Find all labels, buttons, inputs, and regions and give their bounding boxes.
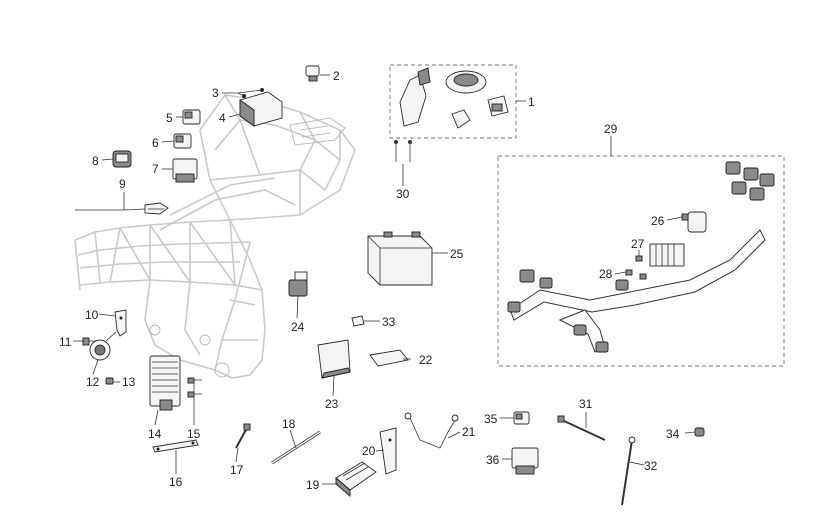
callout-14: 14 xyxy=(148,427,162,441)
part-27-clip xyxy=(635,255,643,262)
callout-25: 25 xyxy=(450,247,464,261)
callout-33: 33 xyxy=(382,315,396,329)
part-12-horn xyxy=(89,331,117,361)
motorcycle-frame xyxy=(74,94,356,379)
part-35-relay xyxy=(513,411,530,425)
part-31-cable-tie xyxy=(557,415,606,441)
callout-22: 22 xyxy=(419,353,433,367)
callout-28: 28 xyxy=(599,267,613,281)
callout-11: 11 xyxy=(59,335,72,349)
part-14-regulator xyxy=(149,355,181,411)
callout-31: 31 xyxy=(579,397,593,411)
part-15-bolts xyxy=(187,377,202,398)
callout-numbers: 1 2 3 4 5 6 7 8 9 10 11 12 13 14 15 16 1… xyxy=(59,69,680,492)
part-33-clip xyxy=(351,315,365,327)
callout-7: 7 xyxy=(152,162,159,176)
callout-23: 23 xyxy=(325,397,339,411)
callout-16: 16 xyxy=(169,475,183,489)
callout-24: 24 xyxy=(291,320,305,334)
callout-19: 19 xyxy=(306,478,320,492)
part-30-bolts xyxy=(394,140,412,162)
callout-36: 36 xyxy=(486,453,500,467)
part-32-rod xyxy=(621,436,636,506)
callout-29: 29 xyxy=(604,122,618,136)
part-13-nut xyxy=(105,377,114,385)
callout-8: 8 xyxy=(92,154,99,168)
part-5-relay xyxy=(182,109,201,125)
callout-27: 27 xyxy=(631,237,645,251)
part-20-bracket xyxy=(379,427,397,475)
callout-30: 30 xyxy=(396,187,410,201)
callout-2: 2 xyxy=(333,69,340,83)
callout-3: 3 xyxy=(212,86,219,100)
callout-26: 26 xyxy=(651,214,665,228)
part-19-fuse-box xyxy=(335,461,377,497)
part-25-battery xyxy=(367,231,433,286)
callout-35: 35 xyxy=(484,412,498,426)
callout-34: 34 xyxy=(666,427,680,441)
callout-1: 1 xyxy=(528,95,535,109)
callout-4: 4 xyxy=(219,111,226,125)
part-21-sensor xyxy=(404,412,459,449)
part-36-module xyxy=(511,447,539,475)
part-26-clip xyxy=(681,213,689,221)
callout-10: 10 xyxy=(85,308,99,322)
part-24-connector xyxy=(288,271,308,297)
callout-17: 17 xyxy=(230,463,244,477)
callout-9: 9 xyxy=(119,177,126,191)
callout-21: 21 xyxy=(462,425,476,439)
callout-13: 13 xyxy=(122,375,136,389)
part-23-cover xyxy=(317,339,351,379)
part-6-relay xyxy=(173,133,192,149)
part-17-cable-tie xyxy=(235,423,251,449)
part-10-bracket xyxy=(114,309,127,337)
part-7-module xyxy=(172,158,198,183)
leader-lines xyxy=(73,74,696,485)
part-4-control-module xyxy=(239,88,283,127)
callout-20: 20 xyxy=(362,444,376,458)
part-2-connector xyxy=(305,65,320,82)
part-9-clip xyxy=(144,202,169,215)
callout-18: 18 xyxy=(282,417,296,431)
callout-32: 32 xyxy=(644,459,658,473)
part-28-clip xyxy=(625,269,647,280)
callout-6: 6 xyxy=(152,136,159,150)
part-22-pad xyxy=(369,349,409,367)
part-1-ignition-set xyxy=(389,64,517,139)
part-34-clip xyxy=(694,427,705,437)
callout-15: 15 xyxy=(187,427,201,441)
part-16-bracket xyxy=(152,439,199,453)
callout-12: 12 xyxy=(86,375,100,389)
callout-5: 5 xyxy=(166,111,173,125)
part-29-wiring-harness xyxy=(497,155,785,367)
part-8-connector xyxy=(112,150,132,168)
